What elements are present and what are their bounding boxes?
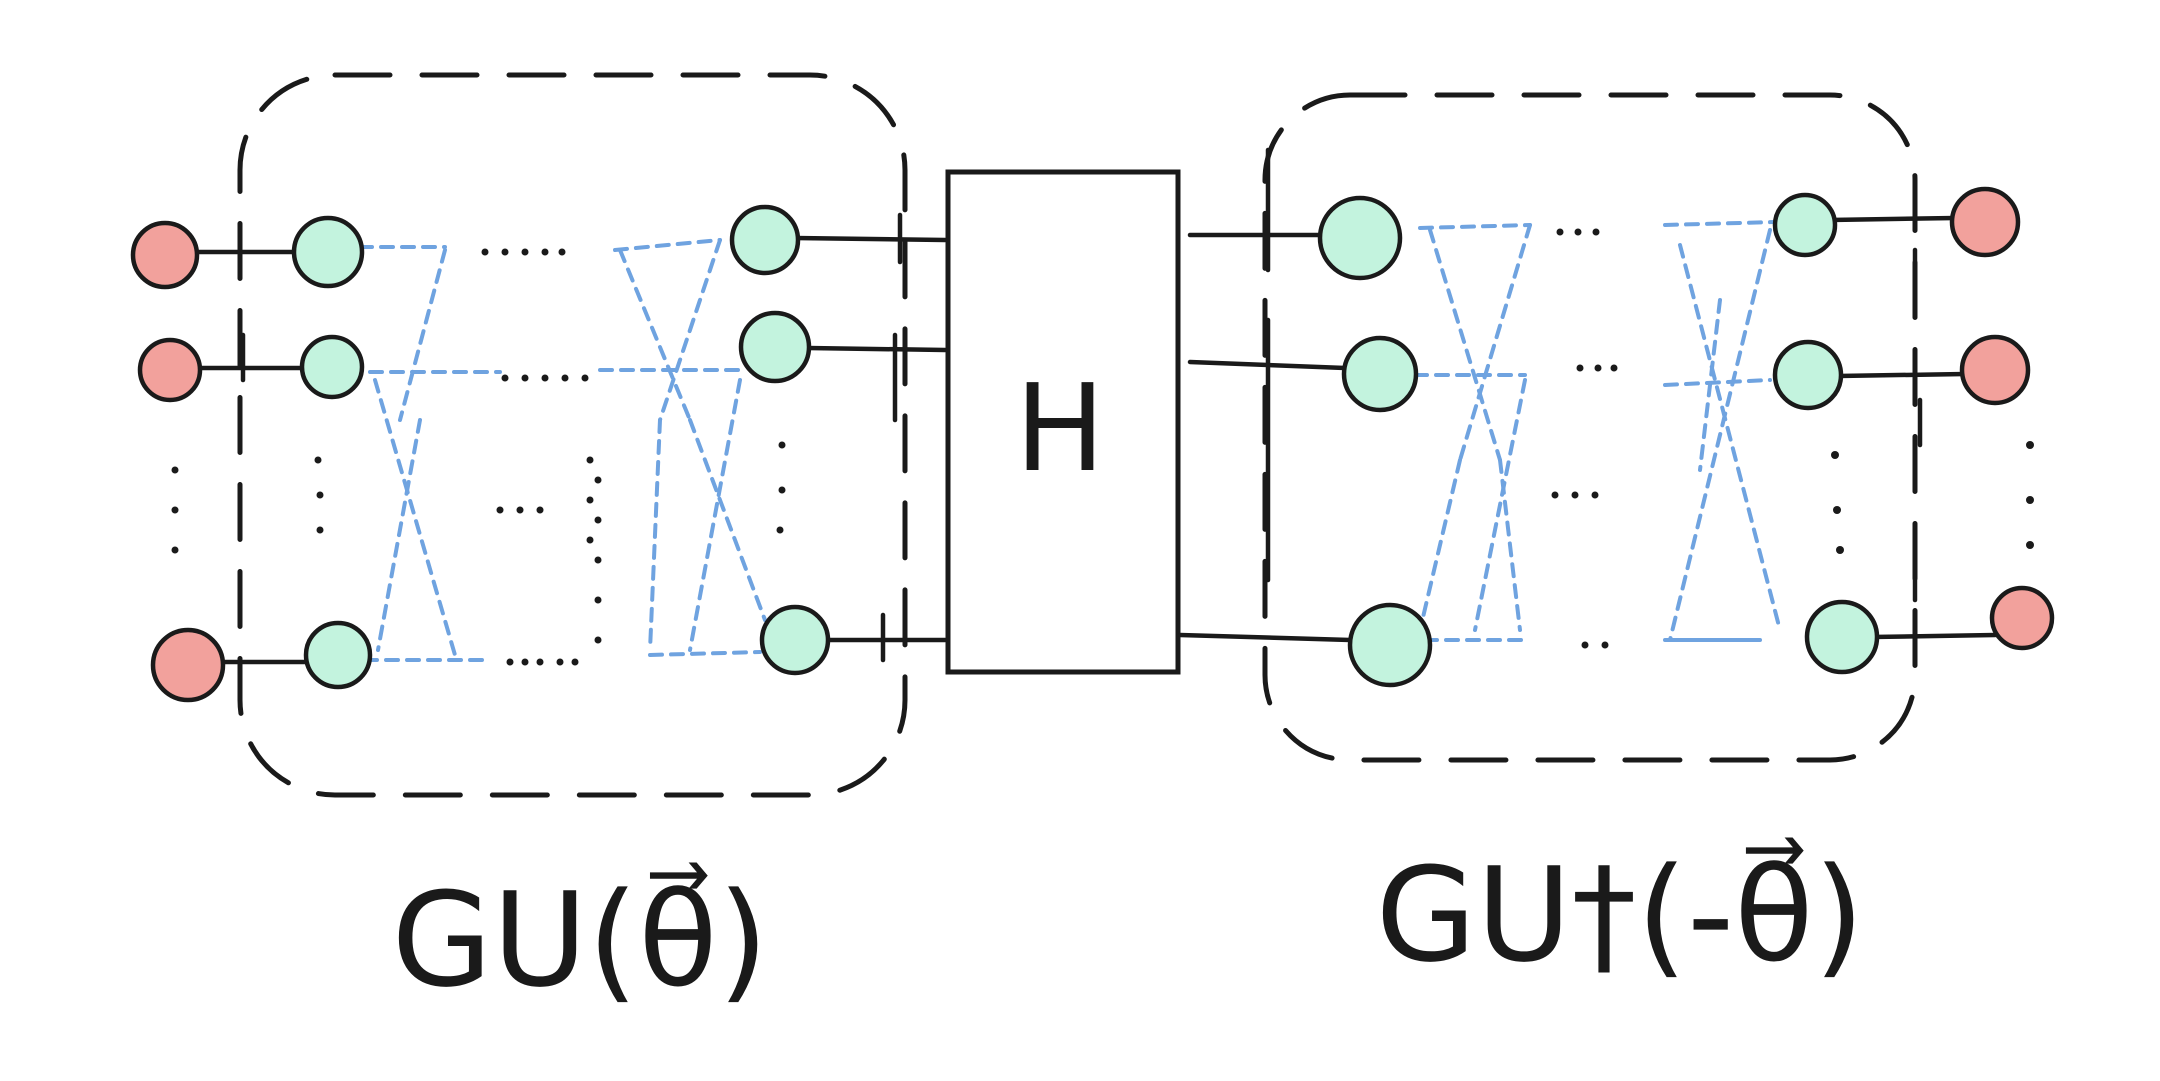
hamiltonian-gate-label: H: [1015, 360, 1105, 499]
gate-node: [1772, 339, 1844, 411]
output-qubit-node: [1949, 186, 2021, 258]
gate-node: [1772, 192, 1838, 258]
right-output-wires: [1827, 215, 1998, 640]
right-input-wires: [1177, 147, 1353, 643]
gate-node: [303, 620, 373, 690]
gate-node: [1804, 599, 1880, 675]
left-ellipsis-dots: [171, 248, 786, 666]
input-qubit-node: [130, 220, 200, 290]
left-output-wires: [792, 212, 948, 663]
left-block-label: GU(θ⃗): [392, 862, 769, 1016]
input-qubit-node: [137, 337, 203, 403]
gate-node: [1317, 195, 1403, 281]
left-input-qubits: [130, 220, 226, 703]
input-qubit-node: [150, 627, 226, 703]
gate-node: [738, 310, 812, 384]
left-entangling-network: [358, 238, 767, 662]
gate-node: [291, 215, 365, 289]
right-gate-nodes: [1317, 192, 1880, 688]
right-output-qubits: [1949, 186, 2055, 651]
right-entangling-network: [1413, 220, 1782, 642]
gate-node: [759, 604, 831, 676]
output-qubit-node: [1959, 334, 2031, 406]
gate-node: [1347, 602, 1433, 688]
left-gate-nodes: [291, 204, 831, 690]
gate-node: [729, 204, 801, 276]
gate-node: [299, 334, 365, 400]
right-block-boundary: [1262, 92, 1918, 763]
output-qubit-node: [1989, 585, 2055, 651]
left-block-boundary: [237, 72, 908, 798]
right-ellipsis-dots: [1551, 228, 2034, 649]
right-block-label: GU†(-θ⃗): [1376, 837, 1865, 991]
hamiltonian-gate: H: [945, 169, 1181, 675]
gate-node: [1341, 335, 1419, 413]
